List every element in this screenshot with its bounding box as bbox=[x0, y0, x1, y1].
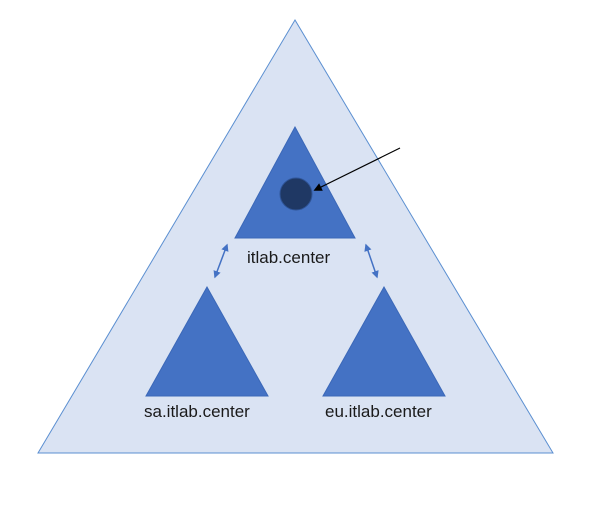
sa-domain-triangle bbox=[145, 285, 269, 397]
trust-link-root-eu bbox=[364, 243, 379, 279]
sa-domain-label: sa.itlab.center bbox=[144, 402, 250, 421]
root-dc-dot bbox=[279, 177, 313, 211]
root-domain-label: itlab.center bbox=[247, 248, 331, 267]
eu-domain-triangle bbox=[322, 285, 446, 397]
eu-domain-label: eu.itlab.center bbox=[325, 402, 432, 421]
pointer-arrow bbox=[313, 147, 401, 191]
trust-link-root-sa bbox=[213, 243, 229, 279]
